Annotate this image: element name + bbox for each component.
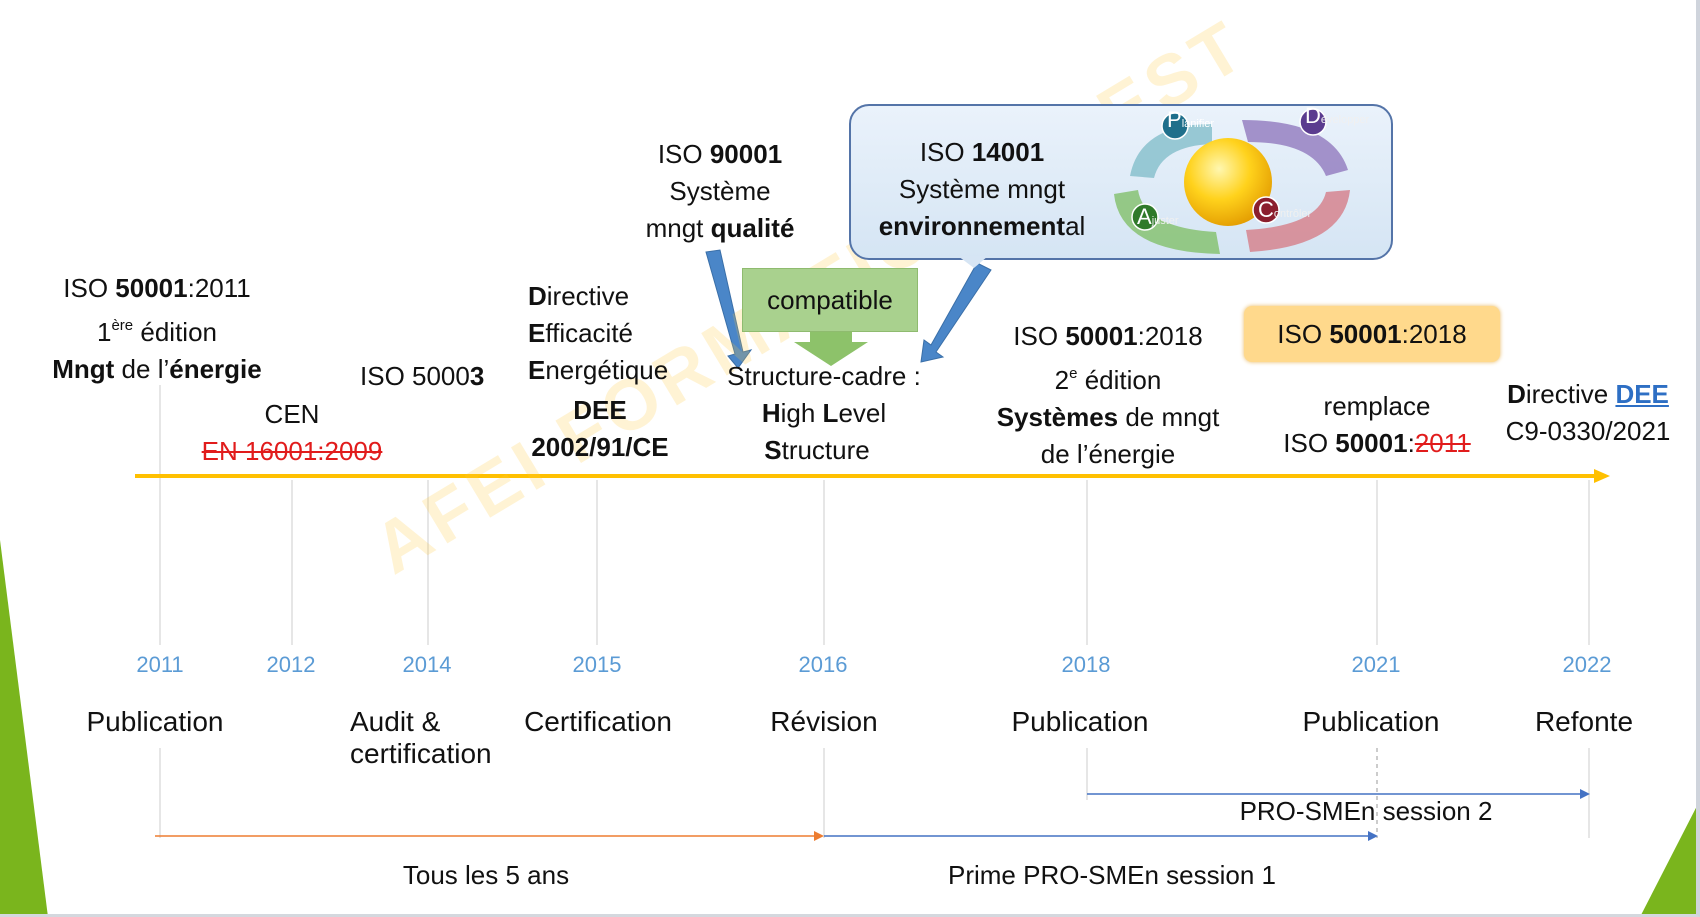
dee-acronym: DEE	[573, 395, 627, 425]
hls-line3: Structure	[764, 435, 870, 465]
dee-link[interactable]: DEE	[1615, 379, 1669, 409]
audit-line2: certification	[350, 738, 492, 769]
cen-title: CEN	[264, 399, 320, 429]
compatible-label: compatible	[767, 285, 893, 315]
pdca-c-icon	[1252, 196, 1280, 224]
period-session1-label: Prime PRO-SMEn session 1	[948, 860, 1276, 890]
year-2011: 2011	[136, 652, 184, 677]
iso50001-2011-label: ISO 50001:2011 1ère édition Mngt de l’én…	[30, 270, 284, 388]
iso50001-2018-edition: 2e édition	[1054, 365, 1162, 395]
pdca-developper: Développer	[1305, 103, 1370, 128]
iso14001-title: ISO 14001	[919, 137, 1045, 167]
arrow-from-iso9001	[705, 249, 753, 369]
event-publication-2011: Publication	[86, 706, 224, 737]
directive-dee-2021-label: Directive DEE C9-0330/2021	[1488, 376, 1688, 450]
iso50001-2018-badge-label: ISO 50001:2018	[1277, 319, 1467, 349]
year-2012: 2012	[266, 652, 316, 677]
arrow-from-iso14001	[920, 262, 992, 363]
iso50001-2011-edition: 1ère édition	[97, 317, 217, 347]
directive-2021-line2: C9-0330/2021	[1505, 416, 1671, 446]
year-2021: 2021	[1351, 652, 1401, 677]
iso14001-line2: Système mngt	[898, 174, 1066, 204]
event-revision: Révision	[770, 706, 878, 737]
year-2022: 2022	[1562, 652, 1612, 677]
iso50001-2018-subject: Systèmes de mngt	[996, 402, 1220, 432]
directive-line2: Efficacité	[528, 318, 634, 348]
iso50001-2011-subject: Mngt de l’énergie	[52, 354, 262, 384]
event-publication-2021: Publication	[1302, 706, 1440, 737]
directive-line1: Directive	[528, 281, 630, 311]
event-refonte: Refonte	[1534, 706, 1634, 737]
event-audit-certification: Audit & certification	[350, 706, 492, 770]
iso9001-label: ISO 90001 Système mngt qualité	[620, 136, 820, 247]
hls-label: Structure-cadre : High Level Structure	[704, 358, 944, 469]
sun-icon	[1184, 138, 1272, 226]
period-5-years-arrowhead	[814, 831, 824, 841]
event-certification: Certification	[524, 706, 672, 737]
iso9001-line2: Système	[669, 176, 771, 206]
year-2016: 2016	[798, 652, 848, 677]
remplace-line2: ISO 50001:2011	[1283, 428, 1471, 458]
pdca-cycle-graphic	[1114, 108, 1350, 254]
directive-2021-line1: Directive DEE	[1507, 379, 1669, 409]
pdca-ajuster: Ajuster	[1137, 204, 1179, 229]
audit-line1: Audit &	[350, 706, 441, 737]
iso50001-2018-title: ISO 50001:2018	[1013, 321, 1203, 351]
directive-dee-label: Directive Efficacité Energétique	[528, 278, 668, 389]
year-2018: 2018	[1061, 652, 1111, 677]
period-session2-arrowhead	[1580, 789, 1590, 799]
year-2015: 2015	[572, 652, 622, 677]
pdca-d-icon	[1299, 108, 1327, 136]
remplace-label: remplace ISO 50001:2011	[1242, 388, 1512, 462]
left-green-accent	[0, 540, 48, 917]
hls-line2: High Level	[761, 398, 887, 428]
iso9001-line3: mngt qualité	[645, 213, 795, 243]
dee-reference: 2002/91/CE	[531, 432, 669, 462]
pdca-p-icon	[1161, 112, 1189, 140]
cen-label: CEN EN 16001:2009	[192, 396, 392, 470]
iso50003-label: ISO 50003	[360, 361, 485, 391]
iso14001-line3: environnemental	[878, 211, 1086, 241]
hls-line1: Structure-cadre :	[727, 361, 921, 391]
dee-2002-label: DEE 2002/91/CE	[500, 392, 700, 466]
cen-en16001: EN 16001:2009	[201, 436, 383, 466]
directive-line3: Energétique	[528, 355, 669, 385]
iso50001-2011-title: ISO 50001:2011	[63, 273, 251, 303]
period-5-years-label: Tous les 5 ans	[402, 860, 570, 890]
year-gridlines	[159, 385, 1590, 838]
iso50001-2018-subject2: de l’énergie	[1040, 439, 1176, 469]
main-timeline-arrowhead	[1594, 469, 1610, 483]
iso50001-2018-badge	[1244, 306, 1500, 362]
pdca-a-icon	[1131, 203, 1159, 231]
pdca-planifier: Planifier	[1167, 107, 1215, 132]
iso14001-label: ISO 14001 Système mngt environnemental	[862, 134, 1102, 245]
right-green-accent	[1640, 800, 1700, 917]
compatible-box	[742, 268, 918, 332]
event-publication-2018: Publication	[1011, 706, 1149, 737]
iso9001-title: ISO 90001	[657, 139, 783, 169]
year-2014: 2014	[402, 652, 452, 677]
pdca-controler: Contrôler	[1258, 197, 1312, 222]
period-session2-label: PRO-SMEn session 2	[1239, 796, 1493, 826]
remplace-line1: remplace	[1323, 391, 1431, 421]
iso50001-2018-label: ISO 50001:2018 2e édition Systèmes de mn…	[968, 318, 1248, 473]
period-session1-arrowhead	[1368, 831, 1378, 841]
